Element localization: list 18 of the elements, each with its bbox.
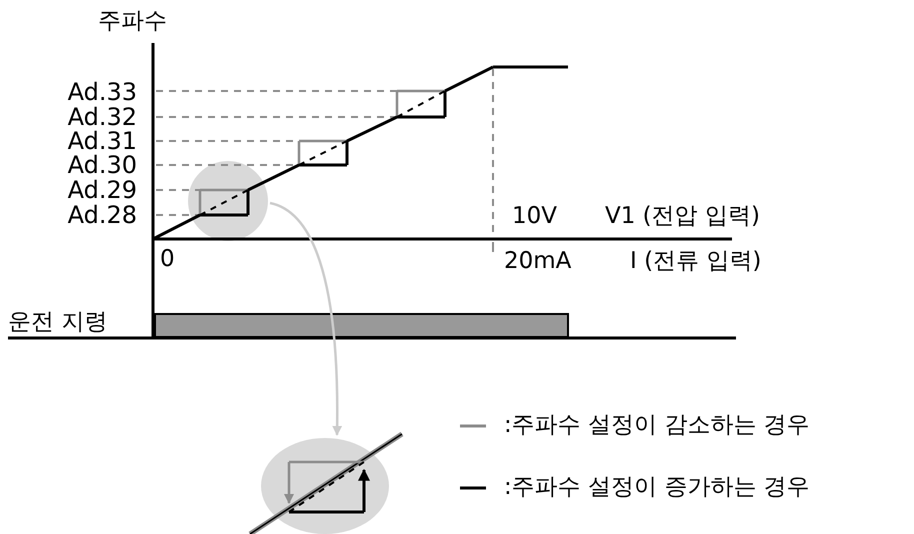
tick-label: 10V [512, 205, 558, 228]
axis-label: 주파수 [98, 10, 167, 33]
tick-label: Ad.32 [68, 105, 137, 129]
tick-label: 0 [160, 248, 175, 271]
axis-label: 운전 지령 [8, 311, 108, 334]
arrow [270, 202, 342, 436]
magnifier-circle [261, 438, 389, 534]
tick-label: Ad.31 [68, 129, 137, 153]
tick-label: Ad.28 [68, 203, 137, 227]
legend-text: :주파수 설정이 증가하는 경우 [504, 476, 810, 499]
tick-label: Ad.30 [68, 153, 137, 177]
tick-label: 20mA [504, 250, 572, 273]
magnifier-circle [188, 161, 268, 241]
axis-label: I (전류 입력) [630, 250, 762, 273]
legend-text: :주파수 설정이 감소하는 경우 [504, 414, 810, 437]
tick-label: Ad.33 [68, 80, 137, 104]
axis-label: V1 (전압 입력) [605, 205, 760, 228]
tick-label: Ad.29 [68, 178, 137, 202]
